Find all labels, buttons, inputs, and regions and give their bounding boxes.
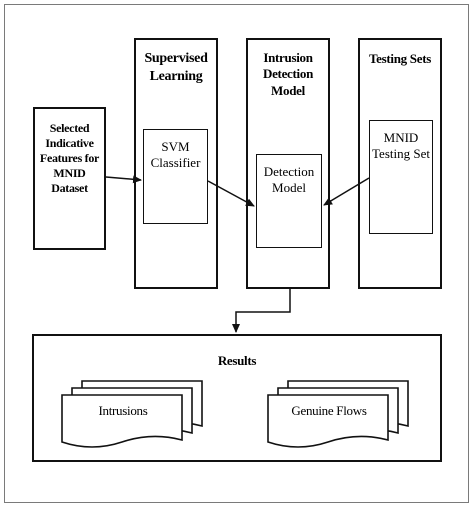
detection-model-label: Detection Model — [263, 164, 315, 196]
svm-classifier-box: SVM Classifier — [143, 129, 208, 224]
supervised-learning-title: Supervised Learning — [144, 51, 208, 84]
results-title: Results — [217, 353, 257, 368]
intrusion-detection-model-title: Intrusion Detection Model — [263, 50, 313, 98]
input-features-label: Selected Indicative Features for MNID Da… — [39, 121, 100, 195]
arrow-testing-to-detection — [323, 177, 370, 206]
arrow-svm-to-detection — [207, 180, 255, 207]
input-features-box: Selected Indicative Features for MNID Da… — [33, 107, 106, 250]
detection-model-box: Detection Model — [256, 154, 322, 248]
svm-classifier-label: SVM Classifier — [150, 139, 201, 171]
testing-sets-title: Testing Sets — [368, 51, 432, 66]
genuine-flows-output-label: Genuine Flows — [291, 403, 367, 418]
intrusions-output-shape — [61, 380, 203, 448]
intrusions-output-label: Intrusions — [98, 403, 148, 418]
mnid-testing-set-box: MNID Testing Set — [369, 120, 433, 234]
arrow-model-to-results — [232, 289, 291, 333]
genuine-flows-output-shape — [267, 380, 409, 448]
arrow-input-to-svm — [105, 175, 142, 184]
mnid-testing-set-label: MNID Testing Set — [372, 130, 430, 162]
